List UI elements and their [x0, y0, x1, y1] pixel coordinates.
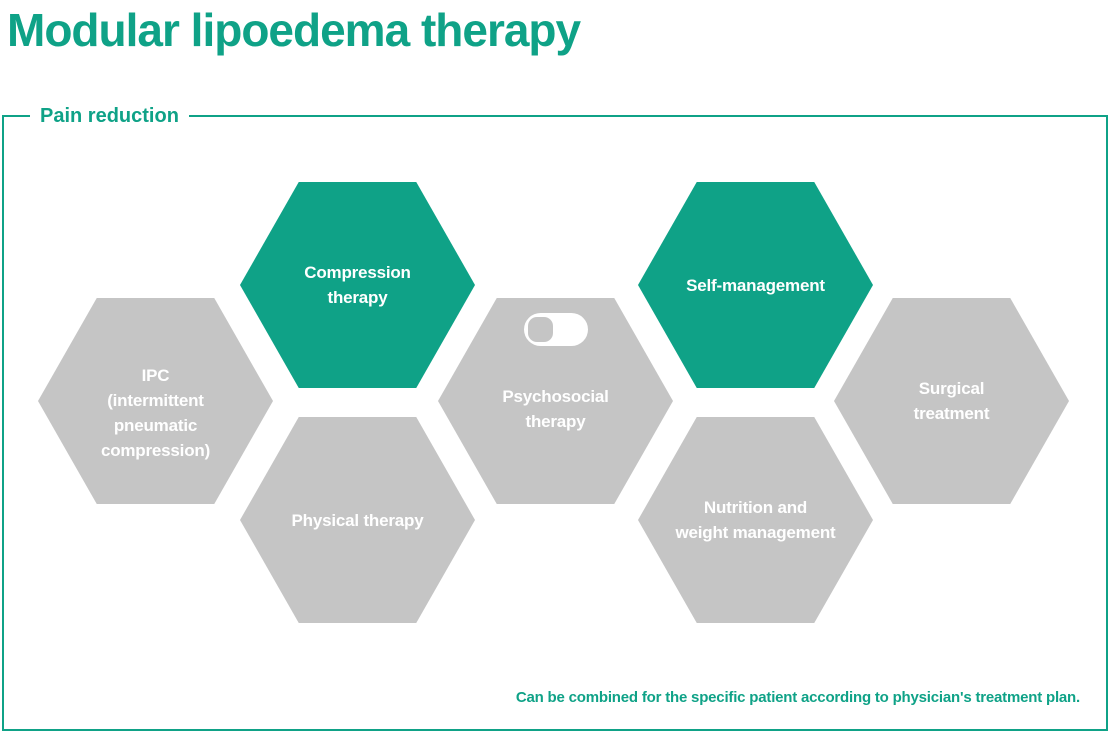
hexagon-label: Surgical treatment [913, 379, 990, 423]
frame-label: Pain reduction [30, 102, 189, 130]
pain-reduction-frame: Pain reduction IPC (intermittent pneumat… [2, 102, 1108, 731]
hexagon-compression-therapy: Compression therapy [240, 182, 475, 388]
hexagon-label: Nutrition and weight management [675, 498, 836, 542]
footnote: Can be combined for the specific patient… [515, 689, 1080, 706]
hexagon-label: Compression therapy [304, 263, 411, 307]
page-title: Modular lipoedema therapy [7, 4, 581, 56]
hexagon-label: Self-management [686, 275, 825, 295]
hexagon-surgical-treatment: Surgical treatment [834, 298, 1069, 504]
toggle-knob [527, 317, 553, 342]
hexagon-nutrition-weight-management: Nutrition and weight management [638, 417, 873, 623]
hexagon-self-management: Self-management [638, 182, 873, 388]
hexagon-ipc: IPC (intermittent pneumatic compression) [38, 298, 273, 504]
hexagon-physical-therapy: Physical therapy [240, 417, 475, 623]
hexagon-label: IPC (intermittent pneumatic compression) [100, 366, 211, 460]
hexagon-label: Physical therapy [291, 510, 424, 530]
hexagon-label: Psychosocial therapy [502, 387, 609, 431]
hexagon-psychosocial-therapy: Psychosocial therapy [438, 298, 673, 504]
toggle-switch-off-icon [523, 313, 588, 346]
